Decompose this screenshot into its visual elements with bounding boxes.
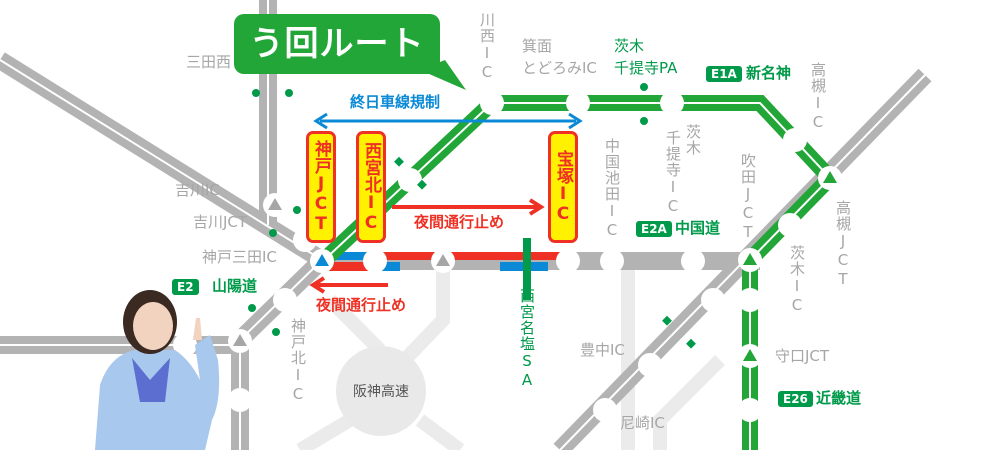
closure-point-takarazuka-ic: 宝塚IC [548,131,578,243]
hanshin-expressway: 阪神高速 [336,346,426,436]
label-sendaiji-1: 茨木 [684,124,702,156]
junction-triangle-icon [268,198,282,210]
label-kobe-sanda-ic: 神戸三田IC [202,248,277,266]
night-closure-arrow-east [392,198,545,216]
label-yokawa-jct: 吉川JCT [193,213,248,231]
closure-point-nishinomiya-kita-ic: 西宮北IC [356,131,386,243]
interchanges [173,91,807,422]
label-kawanishi-ic: 川西IC [478,12,496,82]
label-pa-1: 茨木 [614,37,645,55]
lane-restriction-lower-1 [375,262,400,271]
restriction-band-lower [322,262,377,271]
label-amagasaki-ic: 尼崎IC [620,414,665,432]
junction-triangle-icon [743,349,757,361]
route-name-e1a: 新名神 [746,64,792,82]
route-name-e2a: 中国道 [675,219,721,237]
night-closure-label-west: 夜間通行止め [316,296,407,314]
junction-triangle-icon [233,334,247,346]
detour-route-callout: う回ルート [234,14,440,74]
label-mino-1: 箕面 [522,37,553,55]
label-moriguchi-jct: 守口JCT [775,347,830,365]
route-badge-e26: E26 [778,391,813,407]
junction-triangle-icon [823,171,837,183]
night-closure-label-east: 夜間通行止め [414,213,505,231]
all-day-restriction-arrow [313,112,583,130]
label-ikeda-ic: 中国池田IC [603,138,621,240]
night-closure-arrow-west [309,276,388,294]
label-takatsuki-ic: 高槻IC [809,62,827,132]
junction-triangle-icon [315,254,329,266]
lane-restriction-upper [330,252,375,260]
junctions [228,166,842,368]
route-badge-e2a: E2A [636,221,672,237]
closure-point-kobe-jct: 神戸JCT [306,131,336,243]
label-toyonaka-ic: 豊中IC [580,341,625,359]
label-sendaiji-2: 千提寺IC [664,130,682,216]
route-badge-e1a: E1A [706,66,742,82]
junction-triangle-icon [743,253,757,265]
all-day-restriction-label: 終日車線規制 [350,93,441,111]
sa-marker [523,238,531,300]
label-yokawa-ic: 吉川IC [175,181,220,199]
label-pa-2: 千提寺PA [614,59,678,77]
service-area-dots [248,83,696,349]
route-name-e2: 山陽道 [212,277,258,295]
minor-roads [296,270,725,450]
route-name-e26: 近畿道 [816,389,862,407]
junction-triangle-icon [436,254,450,266]
route-badge-e2: E2 [172,279,199,295]
label-suita-jct: 吹田JCT [739,153,757,242]
presenter-illustration [95,290,220,450]
label-takatsuki-jct: 高槻JCT [834,200,852,289]
label-sanda-nishi: 三田西 [186,53,232,71]
label-ibaraki-ic: 茨木IC [788,245,806,315]
label-mino-2: とどろみIC [522,59,597,77]
label-nishinomiya-nashio-sa: 西宮名塩SA [518,288,536,390]
label-kobe-kita-ic: 神戸北IC [289,318,307,404]
